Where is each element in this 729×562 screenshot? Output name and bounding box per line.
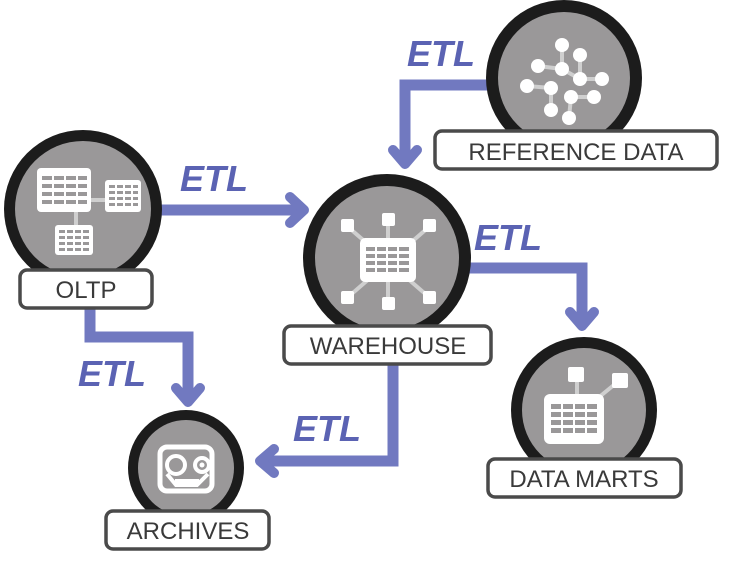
node-label-box xyxy=(486,457,683,499)
etl-label: ETL xyxy=(78,353,146,394)
hub-table-icon xyxy=(341,213,436,310)
etl-label: ETL xyxy=(474,217,542,258)
edge-oltp-to-warehouse xyxy=(160,192,309,228)
node-label-box xyxy=(104,509,271,551)
node-label: ARCHIVES xyxy=(127,518,250,545)
node-label-box xyxy=(18,268,154,310)
edge-oltp-to-archives xyxy=(84,306,205,407)
node-label: WAREHOUSE xyxy=(310,333,466,360)
table-branches-icon xyxy=(544,367,628,444)
edge-warehouse-to-archives xyxy=(255,365,399,478)
node-oltp[interactable]: OLTP xyxy=(4,130,162,310)
etl-label: ETL xyxy=(293,408,361,449)
database-tables-icon xyxy=(37,168,141,255)
node-label-box xyxy=(282,324,493,366)
node-data-marts[interactable]: DATA MARTS xyxy=(486,337,683,499)
etl-label: ETL xyxy=(180,158,248,199)
network-nodes-icon xyxy=(520,38,609,125)
node-label: REFERENCE DATA xyxy=(468,139,683,166)
node-label: DATA MARTS xyxy=(509,466,658,493)
edge-reference-to-warehouse xyxy=(388,79,490,169)
node-label-box xyxy=(433,129,719,171)
node-reference-data[interactable]: REFERENCE DATA xyxy=(433,0,719,171)
tape-reel-icon xyxy=(157,444,215,494)
etl-label: ETL xyxy=(407,33,475,74)
edge-warehouse-to-datamarts xyxy=(465,262,599,331)
node-warehouse[interactable]: WAREHOUSE xyxy=(282,174,493,366)
node-label: OLTP xyxy=(56,277,117,304)
node-archives[interactable]: ARCHIVES xyxy=(104,410,271,551)
